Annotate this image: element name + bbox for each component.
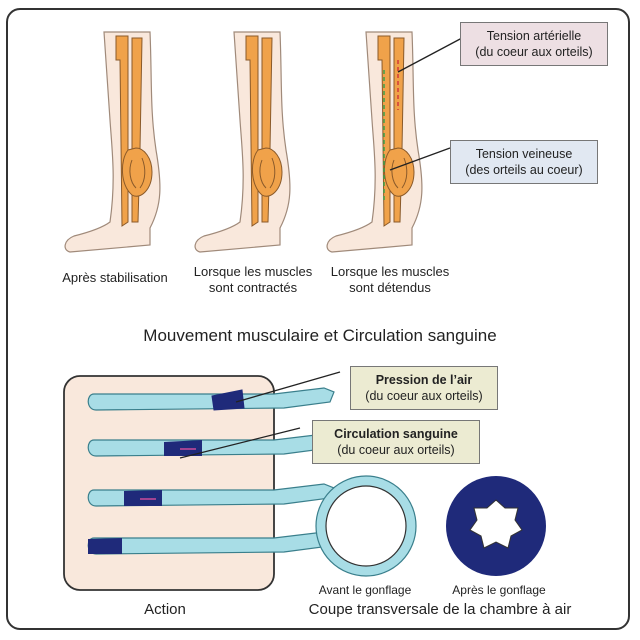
pump-row-4 xyxy=(87,531,335,555)
air-pressure-callout: Pression de l’air (du coeur aux orteils) xyxy=(350,366,498,410)
caption-contracted-line1: Lorsque les muscles xyxy=(193,264,313,279)
venous-subtitle: (des orteils au coeur) xyxy=(465,163,583,177)
caption-relaxed-line1: Lorsque les muscles xyxy=(330,264,450,279)
cross-section-after xyxy=(446,476,546,576)
flow-arrows xyxy=(383,60,399,200)
action-label: Action xyxy=(144,601,186,618)
air-pressure-subtitle: (du coeur aux orteils) xyxy=(365,389,483,403)
after-inflation-label: Après le gonflage xyxy=(452,583,546,597)
arterial-callout: Tension artérielle (du coeur aux orteils… xyxy=(460,22,608,66)
venous-callout: Tension veineuse (des orteils au coeur) xyxy=(450,140,598,184)
arterial-title: Tension artérielle xyxy=(486,29,582,43)
leg-stabilized xyxy=(64,31,161,253)
air-pressure-title: Pression de l’air xyxy=(375,373,473,387)
caption-contracted-line2: sont contractés xyxy=(208,280,298,295)
before-inflation-label: Avant le gonflage xyxy=(318,583,412,597)
venous-title: Tension veineuse xyxy=(475,147,573,161)
circulation-callout: Circulation sanguine (du coeur aux ortei… xyxy=(312,420,480,464)
caption-relaxed: Lorsque les muscles sont détendus xyxy=(315,264,465,296)
caption-contracted: Lorsque les muscles sont contractés xyxy=(178,264,328,296)
leg-contracted xyxy=(194,31,291,253)
pump-row-2 xyxy=(87,433,335,457)
caption-relaxed-line2: sont détendus xyxy=(349,280,431,295)
arterial-subtitle: (du coeur aux orteils) xyxy=(475,45,593,59)
venous-leader xyxy=(389,147,451,171)
action-panel xyxy=(63,375,275,591)
leg-relaxed xyxy=(326,31,423,253)
diagram-frame xyxy=(6,8,630,630)
pump-row-1 xyxy=(87,387,335,411)
pump-row-3 xyxy=(87,483,335,507)
circulation-leader xyxy=(179,427,301,459)
circulation-title: Circulation sanguine xyxy=(334,427,458,441)
caption-stabilized: Après stabilisation xyxy=(62,270,168,285)
arterial-leader xyxy=(397,37,463,73)
section-title: Mouvement musculaire et Circulation sang… xyxy=(143,326,497,345)
circulation-subtitle: (du coeur aux orteils) xyxy=(337,443,455,457)
cross-section-before xyxy=(315,475,417,577)
cross-section-caption: Coupe transversale de la chambre à air xyxy=(308,601,572,618)
air-pressure-leader xyxy=(235,371,341,403)
